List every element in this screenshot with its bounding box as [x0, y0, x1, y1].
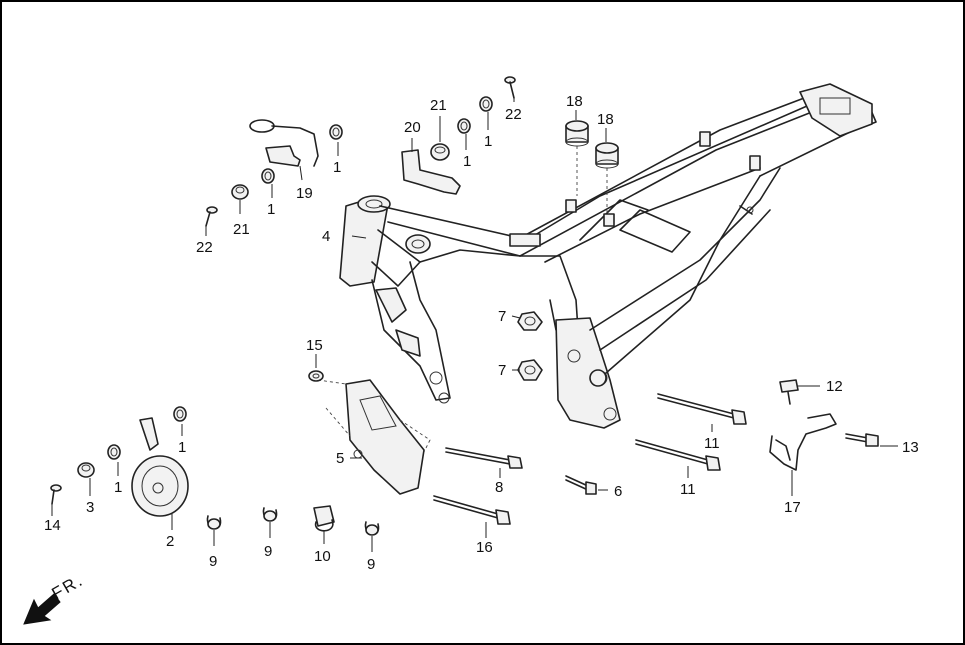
label-part-9: 9 — [264, 543, 272, 560]
label-part-1: 1 — [178, 439, 186, 456]
rubber-mount-part-18-left — [565, 120, 589, 147]
label-part-3: 3 — [86, 499, 94, 516]
bolt-part-11-upper — [657, 393, 747, 425]
label-part-10: 10 — [314, 548, 331, 565]
label-part-17: 17 — [784, 499, 801, 516]
label-part-14: 14 — [44, 517, 61, 534]
label-part-2: 2 — [166, 533, 174, 550]
grommet-part-1-b — [261, 168, 275, 184]
label-part-20: 20 — [404, 119, 421, 136]
plug-part-12 — [779, 379, 799, 405]
bolt-part-16 — [433, 495, 511, 525]
label-part-21: 21 — [233, 221, 250, 238]
collar-part-21-upper — [430, 143, 450, 161]
part-labels: 1 1 1 1 1 1 2 3 4 5 6 7 7 8 9 9 10 9 11 … — [44, 93, 919, 573]
label-part-7: 7 — [498, 362, 506, 379]
leader-lines — [51, 98, 898, 552]
label-part-16: 16 — [476, 539, 493, 556]
clip-part-9-b — [262, 507, 278, 522]
label-part-9: 9 — [209, 553, 217, 570]
label-part-9: 9 — [367, 556, 375, 573]
nut-part-7-upper — [517, 311, 543, 331]
grommet-part-1-c — [457, 118, 471, 134]
bolt-part-11-lower — [635, 439, 721, 471]
side-plate-part — [317, 379, 431, 495]
label-part-8: 8 — [495, 479, 503, 496]
nut-part-15 — [308, 370, 324, 382]
label-part-1: 1 — [267, 201, 275, 218]
screw-part-22-upper — [504, 76, 516, 99]
bracket-part-20 — [401, 149, 461, 195]
rubber-mount-part-18-right — [595, 142, 619, 169]
label-part-19: 19 — [296, 185, 313, 202]
mount-guide-lines — [576, 146, 608, 214]
clip-part-10 — [313, 505, 335, 532]
label-part-11: 11 — [704, 435, 720, 452]
grommet-part-1-f — [107, 444, 121, 460]
wire-bracket-part-19 — [249, 119, 319, 167]
collar-part-3 — [77, 462, 95, 478]
label-part-7: 7 — [498, 308, 506, 325]
bracket-part-17 — [769, 413, 837, 471]
label-part-1: 1 — [463, 153, 471, 170]
label-part-1: 1 — [114, 479, 122, 496]
label-part-1: 1 — [333, 159, 341, 176]
screw-part-22-left — [205, 206, 218, 227]
horn-part-2 — [131, 417, 189, 517]
clip-part-9-a — [206, 515, 222, 530]
collar-part-21-left — [231, 184, 249, 200]
label-part-12: 12 — [826, 378, 843, 395]
label-part-18: 18 — [597, 111, 614, 128]
label-part-15: 15 — [306, 337, 323, 354]
front-arrow-icon — [23, 593, 61, 625]
bolt-part-13 — [845, 433, 879, 447]
label-part-5: 5 — [336, 450, 344, 467]
label-part-1: 1 — [484, 133, 492, 150]
screw-part-14 — [50, 484, 62, 505]
clip-part-9-c — [364, 521, 380, 536]
main-frame — [339, 83, 877, 429]
bolt-part-8 — [445, 447, 523, 469]
label-part-11: 11 — [680, 481, 696, 498]
label-part-13: 13 — [902, 439, 919, 456]
label-part-18: 18 — [566, 93, 583, 110]
grommet-part-1-e — [173, 406, 187, 422]
label-part-21: 21 — [430, 97, 447, 114]
label-part-22: 22 — [505, 106, 522, 123]
label-part-6: 6 — [614, 483, 622, 500]
label-part-22: 22 — [196, 239, 213, 256]
label-part-4: 4 — [322, 228, 330, 245]
grommet-part-1-d — [479, 96, 493, 112]
grommet-part-1-a — [329, 124, 343, 140]
bolt-part-6 — [565, 475, 597, 495]
